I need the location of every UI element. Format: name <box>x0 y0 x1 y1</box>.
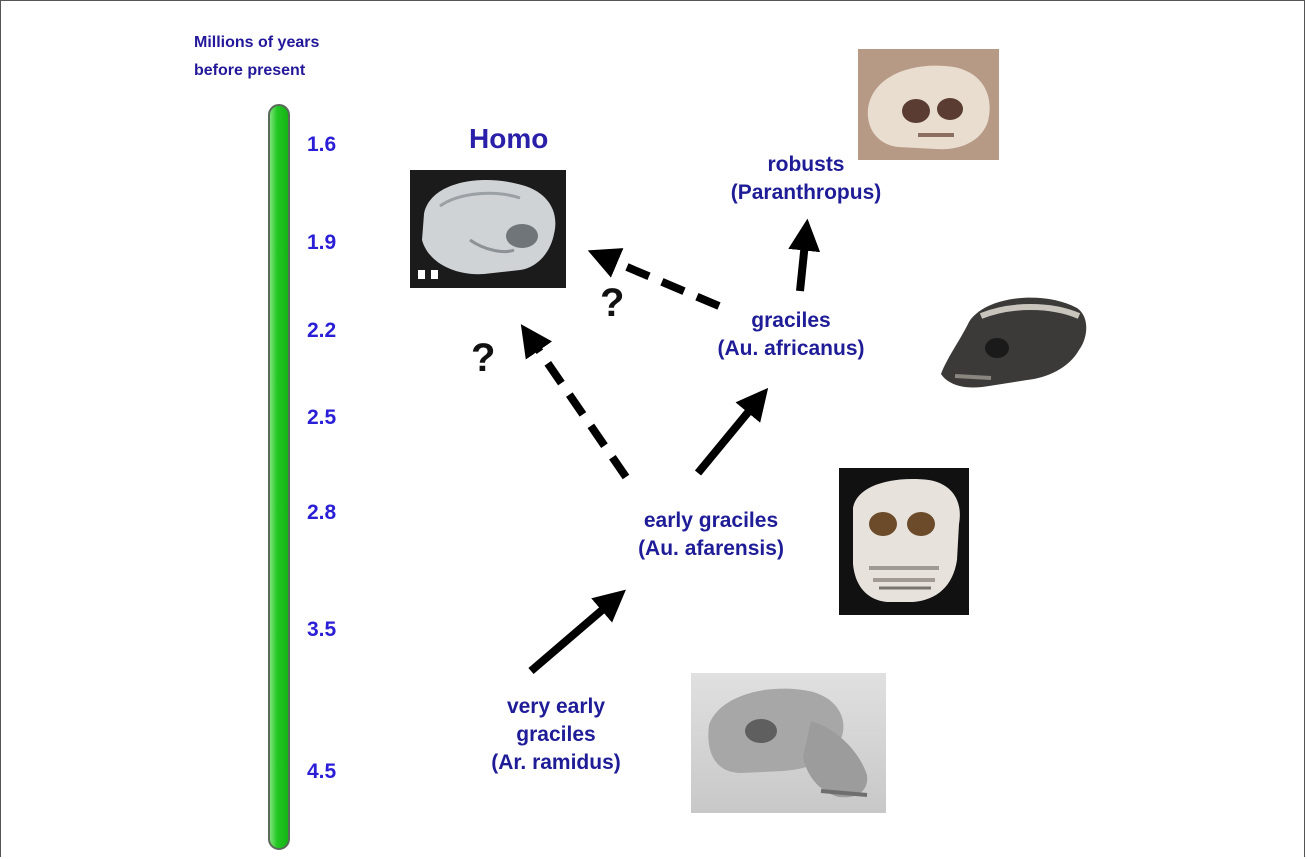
homo-skull-photo <box>410 170 566 288</box>
early-graciles-line1: early graciles <box>596 507 826 535</box>
africanus-skull-photo <box>931 282 1091 400</box>
graciles-line2: (Au. africanus) <box>681 335 901 363</box>
ramidus-skull-photo <box>691 673 886 813</box>
arrow-afarensis-to-africanus <box>698 399 759 473</box>
very-early-line1: very early <box>456 693 656 721</box>
homo-label: Homo <box>469 123 548 155</box>
robusts-line2: (Paranthropus) <box>691 179 921 207</box>
very-early-line3: (Ar. ramidus) <box>456 749 656 777</box>
question-mark-1: ? <box>471 336 495 381</box>
graciles-label: graciles (Au. africanus) <box>681 307 901 363</box>
question-mark-2: ? <box>600 281 624 326</box>
very-early-graciles-label: very early graciles (Ar. ramidus) <box>456 693 656 777</box>
arrow-afarensis-to-homo-dashed <box>529 336 626 477</box>
arrow-ramidus-to-afarensis <box>531 599 615 671</box>
arrow-africanus-to-paranthropus <box>800 233 806 291</box>
graciles-line1: graciles <box>681 307 901 335</box>
early-graciles-label: early graciles (Au. afarensis) <box>596 507 826 563</box>
very-early-line2: graciles <box>456 721 656 749</box>
paranthropus-skull-photo <box>858 49 999 160</box>
early-graciles-line2: (Au. afarensis) <box>596 535 826 563</box>
afarensis-skull-photo <box>839 468 969 615</box>
